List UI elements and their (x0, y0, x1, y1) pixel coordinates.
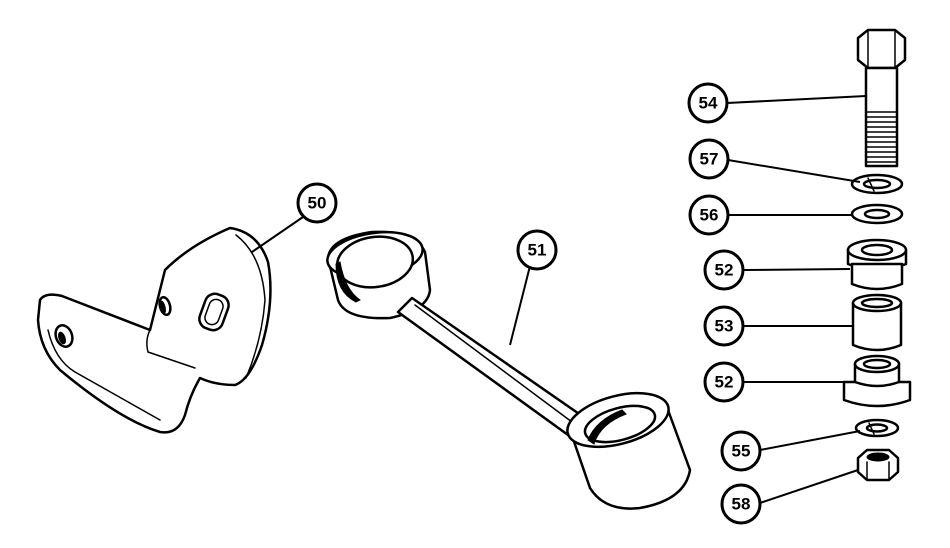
lock-washer-upper (850, 173, 904, 195)
lock-washer-lower (854, 418, 900, 438)
callout-52-lower-label: 52 (715, 373, 734, 392)
leader-58 (759, 469, 859, 504)
callout-58-label: 58 (732, 495, 751, 514)
leader-51 (509, 265, 531, 346)
leader-lines (251, 95, 867, 504)
callout-58: 58 (720, 483, 762, 525)
flanged-bushing-lower (842, 354, 912, 408)
sleeve-spacer (851, 293, 903, 352)
leader-52a (742, 268, 851, 271)
callout-51: 51 (516, 229, 558, 271)
callout-50: 50 (296, 182, 338, 224)
callout-56-label: 56 (700, 206, 719, 225)
callout-50-label: 50 (308, 194, 327, 213)
callout-52-upper: 52 (703, 249, 745, 291)
callout-55: 55 (720, 430, 762, 472)
callout-53: 53 (703, 305, 745, 347)
connecting-link (326, 230, 692, 510)
leader-50 (251, 216, 304, 253)
callout-53-label: 53 (715, 317, 734, 336)
leader-54 (726, 95, 867, 104)
callout-57-label: 57 (700, 150, 719, 169)
callout-54: 54 (687, 82, 729, 124)
callout-51-label: 51 (528, 241, 547, 260)
callout-55-label: 55 (732, 442, 751, 461)
callout-52-lower: 52 (703, 361, 745, 403)
flat-washer (850, 203, 904, 225)
hex-nut (856, 448, 900, 482)
hex-bolt (856, 28, 907, 168)
leader-57 (727, 159, 861, 183)
leader-55 (759, 430, 861, 451)
flanged-bushing-upper (846, 238, 908, 291)
callout-54-label: 54 (699, 94, 718, 113)
callout-57: 57 (688, 138, 730, 180)
bracket-plate (36, 226, 272, 434)
callout-56: 56 (688, 194, 730, 236)
callout-52-upper-label: 52 (715, 261, 734, 280)
